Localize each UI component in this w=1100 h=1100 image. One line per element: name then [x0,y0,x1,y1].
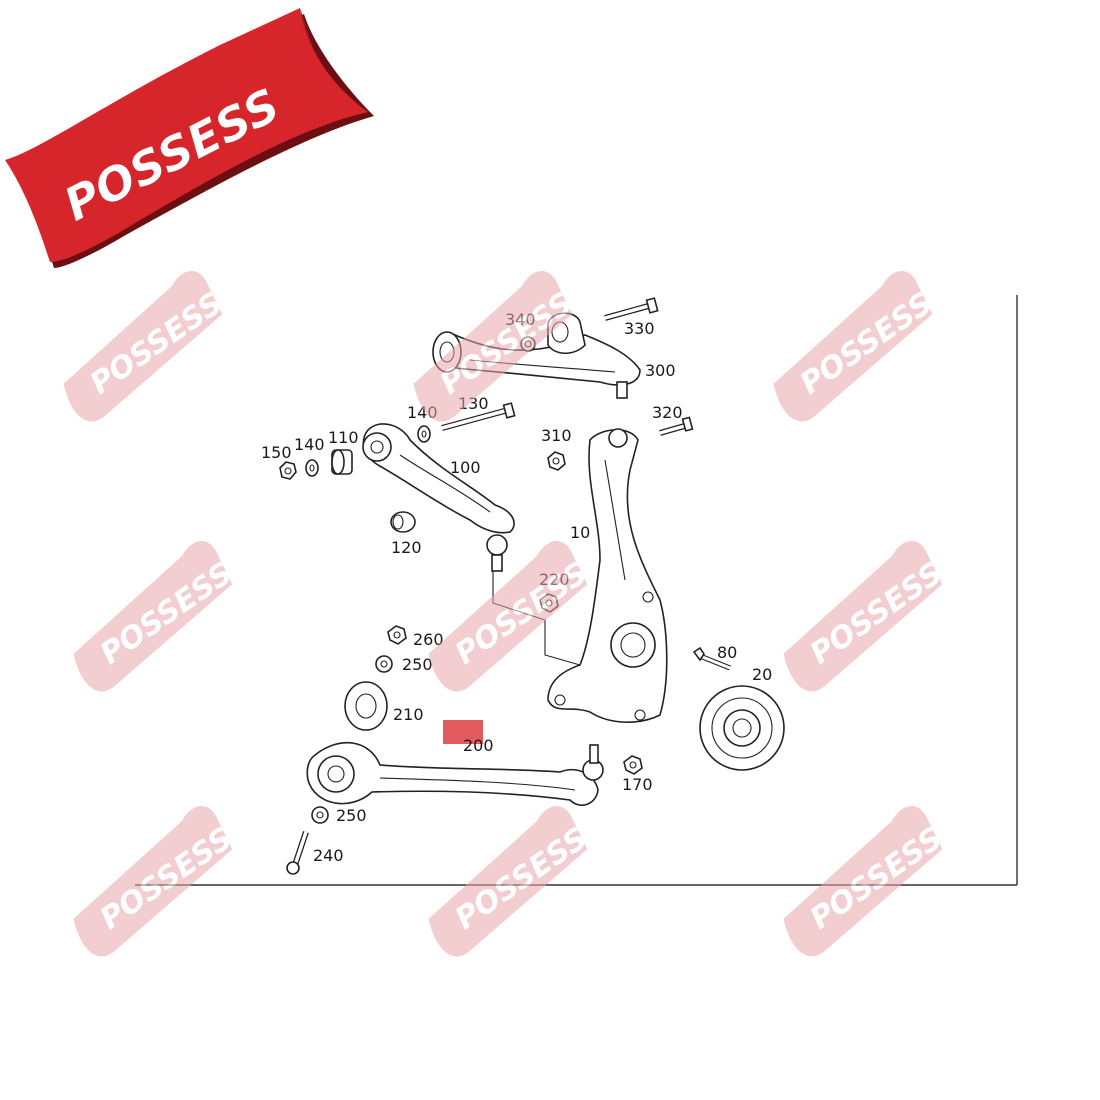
label-80: 80 [717,643,737,662]
brand-logo-banner: POSSESS [5,8,374,268]
watermark-9: POSSESS [783,806,949,957]
banner-shape [5,8,368,262]
bolt-320 [659,416,694,436]
label-10: 10 [570,523,590,542]
label-310: 310 [541,426,572,445]
watermark-1: POSSESS [63,271,229,422]
bolt-330 [604,297,659,321]
bolt-130 [441,402,516,431]
control-arm-100 [362,423,515,572]
label-240: 240 [313,846,344,865]
label-120: 120 [391,538,422,557]
label-140b: 140 [294,435,325,454]
label-210: 210 [393,705,424,724]
washer-140b [305,459,319,477]
bushing-210 [344,681,388,731]
watermark-4: POSSESS [73,541,239,692]
lower-control-arm-200 [306,741,604,806]
part-labels: 340 330 300 140 130 320 310 150 140 110 … [261,310,772,865]
watermarks: POSSESS POSSESS POSSESS POSSESS POSSESS … [63,271,949,957]
label-300: 300 [645,361,676,380]
bushing-110 [331,449,353,475]
label-100: 100 [450,458,481,477]
watermark-8: POSSESS [428,806,594,957]
label-320: 320 [652,403,683,422]
highlight-box-200 [443,720,483,744]
bushing-120 [390,511,416,533]
label-150: 150 [261,443,292,462]
label-170: 170 [622,775,653,794]
washer-250a [375,655,393,673]
nut-170 [623,755,643,775]
watermark-7: POSSESS [73,806,239,957]
steering-knuckle-10 [547,428,668,723]
nut-150 [279,461,297,480]
label-250b: 250 [336,806,367,825]
nut-310 [547,451,566,471]
label-20: 20 [752,665,772,684]
watermark-6: POSSESS [783,541,949,692]
label-330: 330 [624,319,655,338]
label-110: 110 [328,428,359,447]
washer-140a [417,425,431,443]
label-250a: 250 [402,655,433,674]
watermark-3: POSSESS [773,271,939,422]
bolt-80 [692,646,731,671]
nut-260 [387,625,407,645]
label-200: 200 [463,736,494,755]
label-260: 260 [413,630,444,649]
wheel-hub-20 [699,685,785,771]
bolt-240 [286,831,309,875]
washer-250b [311,806,329,824]
